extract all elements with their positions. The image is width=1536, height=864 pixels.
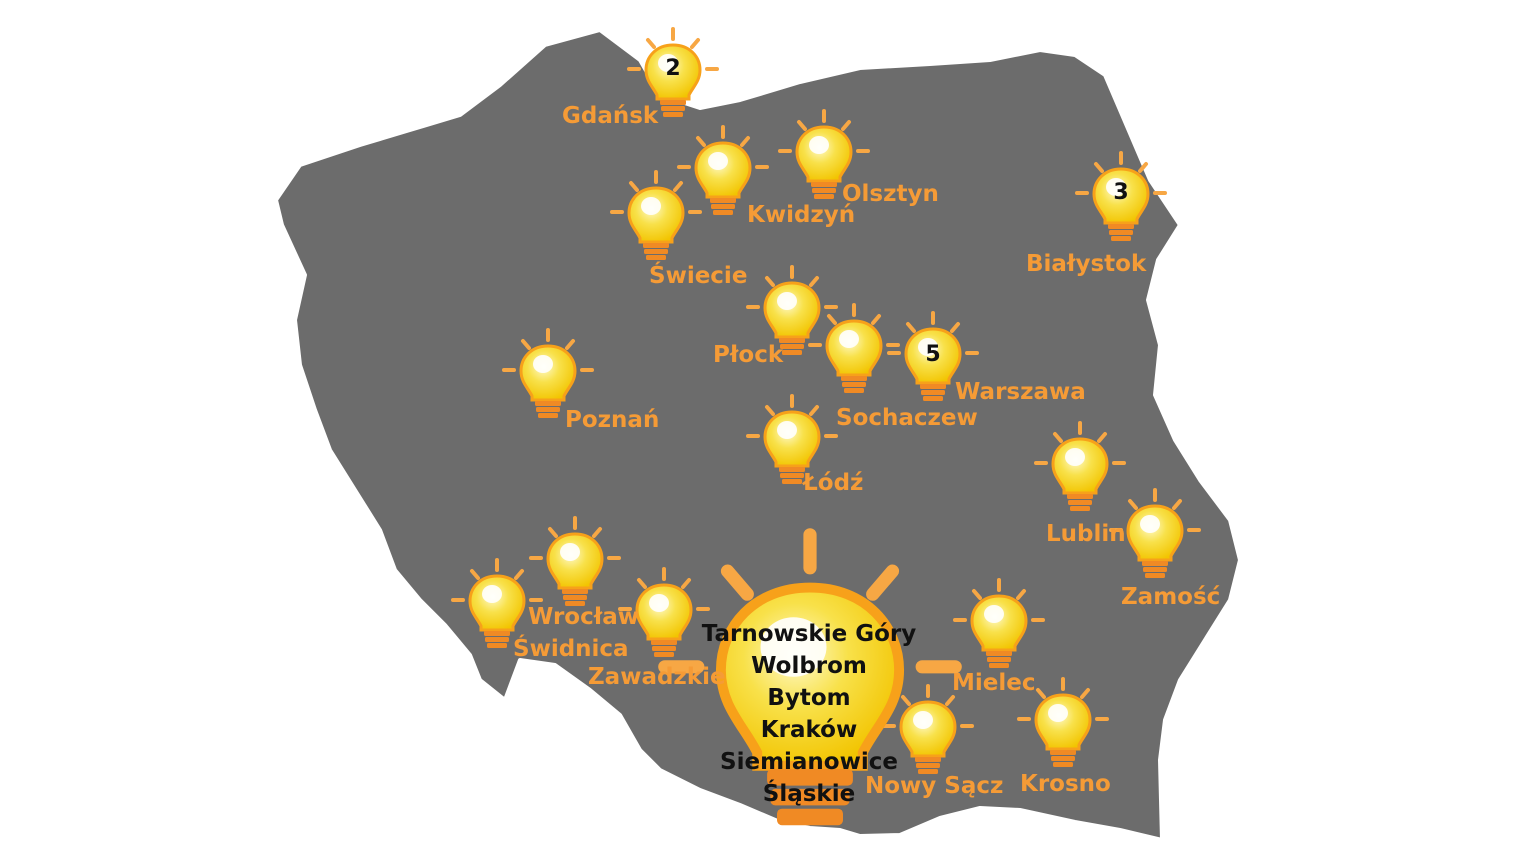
big-bulb-line: Kraków [760, 717, 858, 743]
big-bulb-line: Siemianowice [720, 749, 898, 775]
big-bulb-line: Bytom [767, 685, 851, 711]
bulb-swiecie [610, 169, 702, 263]
bulb-gdansk: 2 [627, 26, 719, 120]
big-bulb-line: Tarnowskie Góry [701, 621, 917, 647]
city-label-wroclaw: Wrocław [528, 604, 640, 630]
city-label-nowy-sacz: Nowy Sącz [865, 773, 1004, 799]
lightbulb-icon [610, 170, 702, 262]
lightbulb-icon [953, 578, 1045, 670]
count-warszawa: 5 [925, 342, 941, 367]
lightbulb-icon [808, 303, 900, 395]
city-label-lodz: Łódź [803, 470, 864, 496]
city-label-kwidzyn: Kwidzyń [747, 202, 856, 228]
city-label-krosno: Krosno [1020, 771, 1111, 797]
big-bulb-line: Wolbrom [751, 653, 867, 679]
city-label-poznan: Poznań [565, 407, 660, 433]
bulb-sochaczew [808, 302, 900, 396]
city-label-zawadzkie: Zawadzkie [588, 664, 726, 690]
city-label-plock: Płock [713, 342, 784, 368]
city-label-swidnica: Świdnica [513, 636, 629, 662]
count-gdansk: 2 [665, 56, 681, 81]
city-label-lublin: Lublin [1046, 521, 1126, 547]
big-bulb-line: Śląskie [762, 781, 856, 807]
big-bulb-city-list: Tarnowskie Góry Wolbrom Bytom Kraków Sie… [700, 618, 918, 810]
city-label-sochaczew: Sochaczew [836, 405, 978, 431]
count-bialystok: 3 [1113, 180, 1129, 205]
bulb-mielec [953, 577, 1045, 671]
city-label-olsztyn: Olsztyn [842, 181, 939, 207]
bulb-wroclaw [529, 515, 621, 609]
city-label-swiecie: Świecie [649, 263, 748, 289]
city-label-warszawa: Warszawa [955, 379, 1086, 405]
city-label-zamosc: Zamość [1121, 584, 1221, 610]
bulb-warszawa: 5 [887, 310, 979, 404]
city-label-bialystok: Białystok [1026, 251, 1147, 277]
city-label-mielec: Mielec [952, 670, 1036, 696]
bulb-bialystok: 3 [1075, 150, 1167, 244]
lightbulb-icon [529, 516, 621, 608]
city-label-gdansk: Gdańsk [562, 103, 659, 129]
